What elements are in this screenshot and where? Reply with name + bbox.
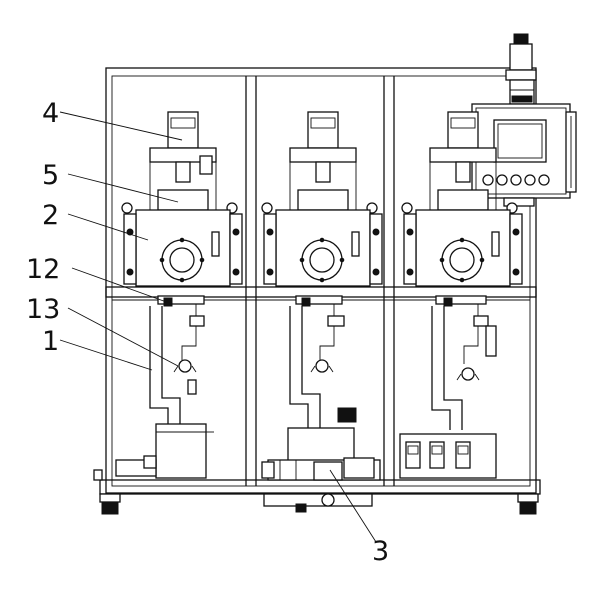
pump-housing <box>287 427 355 463</box>
panel-button <box>510 174 522 186</box>
upper-module <box>401 111 523 287</box>
frame-feet <box>93 469 539 515</box>
leader-4 <box>59 111 183 141</box>
panel-button <box>538 174 550 186</box>
callout-12: 12 <box>26 254 60 285</box>
upper-module <box>121 111 243 287</box>
leader-12 <box>71 267 173 305</box>
piping-bay <box>431 295 497 430</box>
piping-bay <box>149 295 205 426</box>
pump-base <box>263 493 373 507</box>
callout-labels: 4 5 2 12 13 1 3 <box>26 98 389 567</box>
leader-lines <box>59 111 377 543</box>
tank <box>155 423 207 479</box>
leader-5 <box>67 173 179 203</box>
leader-2 <box>67 213 149 241</box>
callout-13: 13 <box>26 294 60 325</box>
callout-3: 3 <box>372 536 389 567</box>
top-motor <box>505 33 537 105</box>
lower-piping <box>149 295 497 430</box>
callout-4: 4 <box>42 98 59 129</box>
leader-13 <box>67 307 179 367</box>
panel-button <box>524 174 536 186</box>
lower-equipment <box>115 423 497 513</box>
callout-1: 1 <box>42 326 59 357</box>
callout-2: 2 <box>42 200 59 231</box>
leader-1 <box>59 339 153 371</box>
upper-modules <box>121 111 523 287</box>
panel-button <box>496 174 508 186</box>
upper-module <box>261 111 383 287</box>
leader-3 <box>329 469 377 543</box>
panel-button <box>482 174 494 186</box>
piping-bay <box>289 295 357 428</box>
hmi-screen <box>493 119 547 163</box>
callout-5: 5 <box>42 160 59 191</box>
